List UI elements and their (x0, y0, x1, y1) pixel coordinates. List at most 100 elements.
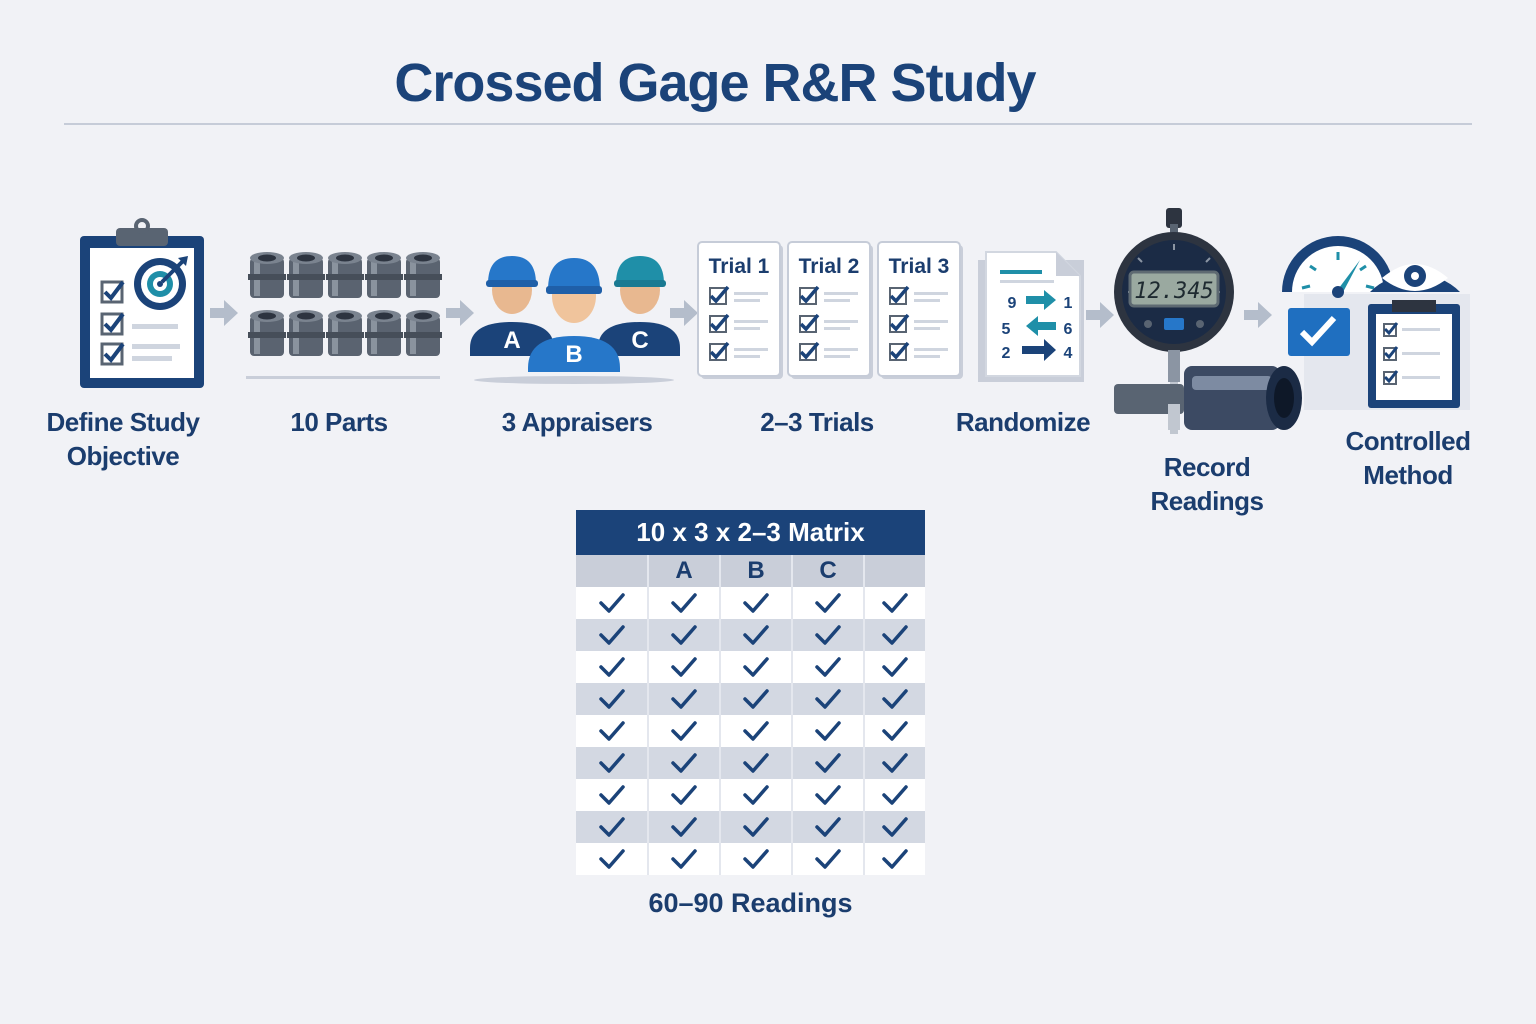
check-icon (743, 721, 769, 741)
appraiser-a-label: A (503, 327, 520, 354)
matrix-column-header: A (649, 555, 721, 587)
matrix-cell (649, 683, 721, 715)
check-icon (815, 593, 841, 613)
matrix-cell (865, 715, 925, 747)
matrix-cell (865, 587, 925, 619)
appraiser-c-label: C (631, 327, 648, 354)
check-icon (598, 721, 625, 741)
matrix-cell (576, 779, 649, 811)
step-record-readings: 12.345 (1108, 206, 1308, 438)
matrix-cell (576, 683, 649, 715)
part-cylinder-icon (365, 310, 403, 356)
controlled-method-icon (1282, 236, 1470, 410)
check-icon (671, 753, 697, 773)
matrix-cell (649, 715, 721, 747)
step-define-objective (78, 218, 208, 390)
order-from-3: 2 (1002, 345, 1011, 362)
check-icon (598, 753, 625, 773)
matrix-cell (721, 843, 793, 875)
title-divider (64, 123, 1472, 125)
matrix-row (576, 587, 925, 619)
step-label-line: Objective (66, 441, 180, 471)
parts-icon (246, 252, 442, 379)
matrix-cell (865, 779, 925, 811)
matrix-cell (576, 651, 649, 683)
check-icon (671, 625, 697, 645)
check-icon (815, 657, 841, 677)
part-cylinder-icon (287, 310, 325, 356)
part-cylinder-icon (326, 310, 364, 356)
dial-indicator-icon: 12.345 (1114, 208, 1302, 434)
matrix-cell (576, 811, 649, 843)
check-icon (882, 849, 908, 869)
matrix-cell (793, 747, 865, 779)
step-label-line: Define Study (46, 407, 200, 437)
check-icon (598, 689, 625, 709)
clipboard-target-icon (80, 218, 204, 388)
randomize-document-icon: 9 1 5 6 2 4 (978, 251, 1084, 382)
matrix-cell (649, 619, 721, 651)
appraisers-icon: A B C (470, 256, 680, 384)
appraiser-b-label: B (565, 341, 582, 368)
step-appraisers-label: 3 Appraisers (501, 407, 653, 437)
matrix-cell (721, 715, 793, 747)
matrix-cell (576, 619, 649, 651)
trial-sheet: Trial 3 (877, 241, 963, 379)
order-to-1: 1 (1064, 295, 1073, 312)
matrix-cell (649, 747, 721, 779)
matrix-cell (721, 651, 793, 683)
check-icon (882, 721, 908, 741)
trial-sheet-title: Trial 3 (889, 255, 950, 278)
matrix-row (576, 715, 925, 747)
check-icon (743, 657, 769, 677)
flow-arrow-icon (670, 300, 698, 326)
matrix-row (576, 811, 925, 843)
readings-total: 60–90 Readings (648, 888, 853, 918)
step-define-objective-label: Define Study Objective (30, 405, 216, 473)
matrix-cell (649, 587, 721, 619)
part-cylinder-icon (404, 310, 442, 356)
trial-sheet-title: Trial 2 (799, 255, 860, 278)
order-to-3: 4 (1064, 345, 1073, 362)
check-icon (671, 721, 697, 741)
matrix-cell (721, 587, 793, 619)
matrix-row (576, 619, 925, 651)
step-record-readings-label: Record Readings (1150, 452, 1264, 516)
matrix-row (576, 651, 925, 683)
check-icon (815, 625, 841, 645)
matrix-cell (793, 811, 865, 843)
part-cylinder-icon (248, 252, 286, 298)
matrix-cell (793, 619, 865, 651)
flow-arrow-icon (1086, 302, 1114, 328)
step-parts-label: 10 Parts (290, 407, 388, 437)
matrix-cell (793, 715, 865, 747)
check-icon (882, 625, 908, 645)
check-icon (743, 785, 769, 805)
step-controlled-method (1280, 232, 1470, 412)
part-cylinder-icon (365, 252, 403, 298)
check-icon (815, 785, 841, 805)
check-icon (743, 689, 769, 709)
check-icon (743, 593, 769, 613)
check-icon (598, 625, 625, 645)
step-controlled-method-label: Controlled Method (1320, 424, 1496, 492)
check-icon (671, 657, 697, 677)
order-from-1: 9 (1008, 295, 1017, 312)
matrix-cell (865, 811, 925, 843)
check-icon (743, 817, 769, 837)
matrix-cell (649, 651, 721, 683)
matrix-cell (793, 843, 865, 875)
check-icon (743, 849, 769, 869)
matrix-column-header: C (793, 555, 865, 587)
matrix-cell (721, 779, 793, 811)
check-icon (598, 849, 625, 869)
check-icon (815, 817, 841, 837)
check-icon (598, 785, 625, 805)
check-icon (598, 657, 625, 677)
part-cylinder-icon (287, 252, 325, 298)
matrix-column-header: B (721, 555, 793, 587)
step-label-line: Method (1363, 460, 1453, 490)
